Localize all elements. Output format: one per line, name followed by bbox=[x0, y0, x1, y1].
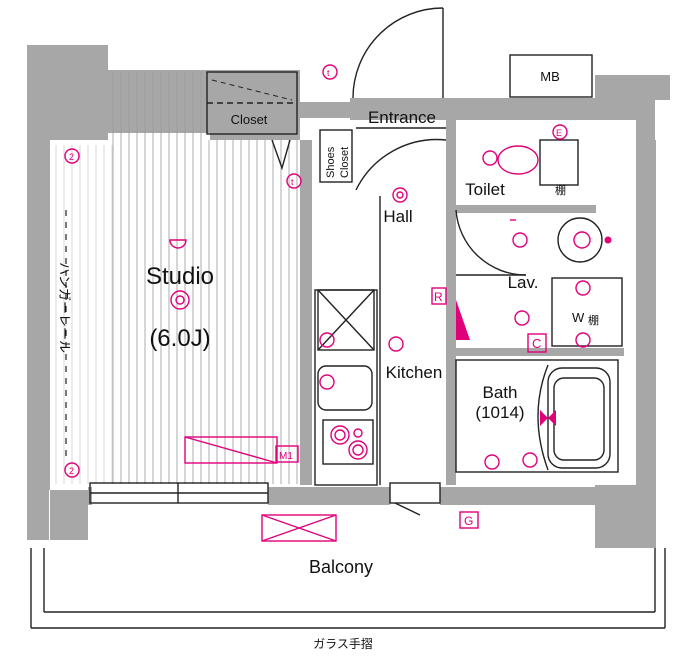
closet-label: Closet bbox=[231, 112, 268, 127]
cooktop bbox=[322, 419, 374, 465]
svg-text:t: t bbox=[327, 68, 330, 78]
bath-size-label: (1014) bbox=[475, 403, 524, 422]
studio-floor-pattern bbox=[55, 72, 298, 484]
svg-text:棚: 棚 bbox=[555, 183, 566, 197]
entrance-label: Entrance bbox=[368, 108, 436, 127]
ac-unit bbox=[184, 436, 278, 464]
toilet-fixture bbox=[497, 145, 539, 175]
washbasin bbox=[557, 217, 603, 263]
washing-machine-area bbox=[551, 277, 623, 347]
balcony-railing bbox=[30, 548, 666, 629]
toilet-tank bbox=[539, 139, 579, 186]
svg-text:t: t bbox=[291, 177, 294, 187]
svg-text:C: C bbox=[532, 336, 541, 351]
burners bbox=[330, 425, 368, 460]
svg-text:2: 2 bbox=[69, 466, 74, 476]
shoes-closet-box bbox=[319, 129, 353, 183]
studio-label: Studio bbox=[146, 263, 214, 290]
studio-size-label: (6.0J) bbox=[149, 325, 210, 352]
mb-box bbox=[509, 54, 593, 98]
svg-text:棚: 棚 bbox=[588, 313, 599, 327]
bath-door[interactable] bbox=[537, 364, 549, 471]
hanger-rail-label: ハンガーレール bbox=[57, 262, 72, 353]
svg-text:R: R bbox=[434, 290, 443, 304]
svg-text:G: G bbox=[464, 514, 473, 528]
mb-label: MB bbox=[540, 69, 560, 84]
svg-text:W: W bbox=[572, 310, 585, 325]
toilet-door-swing[interactable] bbox=[455, 209, 527, 276]
shoes-label: Shoes bbox=[325, 146, 337, 178]
outdoor-ac-unit bbox=[261, 514, 337, 542]
shoes-closet-label: Closet bbox=[339, 147, 351, 178]
hall-label: Hall bbox=[383, 207, 412, 226]
bath-label: Bath bbox=[483, 383, 518, 402]
kitchen-window[interactable] bbox=[389, 482, 441, 504]
balcony-label: Balcony bbox=[309, 557, 373, 577]
glass-railing-label: ガラス手摺 bbox=[313, 636, 373, 651]
lav-label: Lav. bbox=[508, 273, 539, 292]
kitchen-sink bbox=[317, 365, 373, 411]
svg-text:M1: M1 bbox=[279, 451, 293, 462]
toilet-label: Toilet bbox=[465, 180, 505, 199]
bathtub bbox=[547, 367, 611, 469]
kitchen-label: Kitchen bbox=[386, 363, 443, 382]
svg-text:E: E bbox=[556, 128, 562, 138]
entrance-door-swing[interactable] bbox=[352, 7, 444, 99]
svg-text:2: 2 bbox=[69, 152, 74, 162]
bath-room-box bbox=[455, 359, 619, 473]
